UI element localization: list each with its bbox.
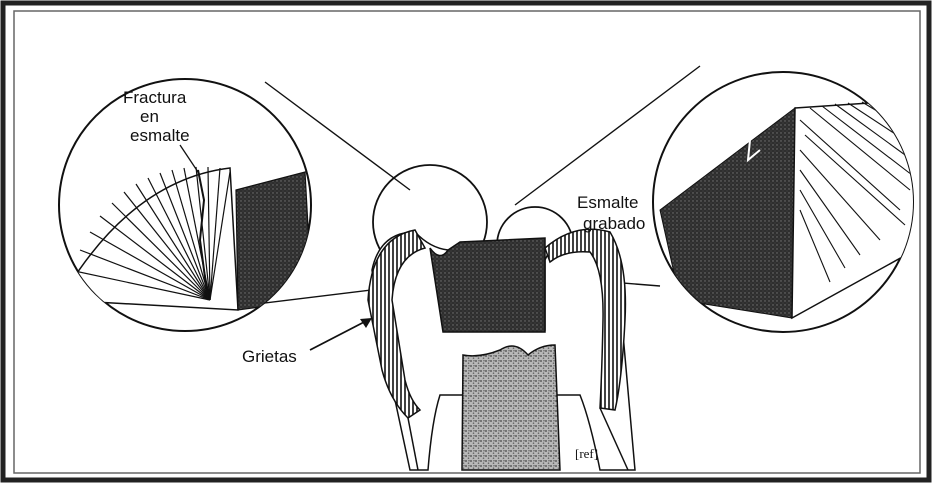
- label-esmalte-grabado-line2: grabado: [583, 214, 645, 233]
- left-magnified-circle: [59, 79, 312, 331]
- label-esmalte-grabado-line1: Esmalte: [577, 193, 638, 212]
- label-fractura-line3: esmalte: [130, 126, 190, 145]
- label-grietas: Grietas: [242, 347, 297, 366]
- signature-mark: [ref]: [575, 446, 598, 461]
- right-magnified-circle: [653, 72, 915, 332]
- label-fractura-line1: Fractura: [123, 88, 187, 107]
- label-fractura-line2: en: [140, 107, 159, 126]
- tooth-cross-section: [368, 229, 635, 470]
